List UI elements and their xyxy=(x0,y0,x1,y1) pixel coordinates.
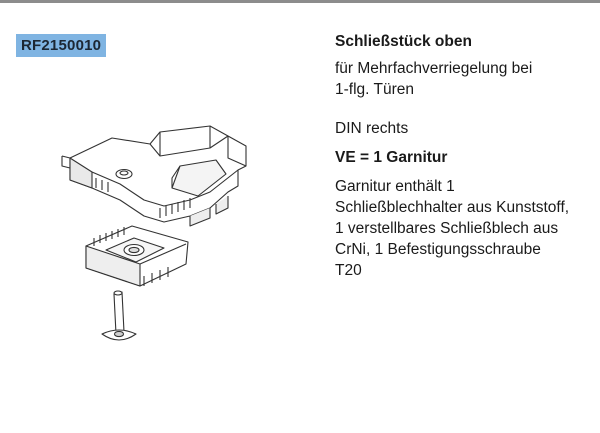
subtitle-line: für Mehrfachverriegelung bei xyxy=(335,60,533,77)
set-contents: Garnitur enthält 1 Schließblechhalter au… xyxy=(335,176,597,281)
packaging-unit: VE = 1 Garnitur xyxy=(335,149,448,166)
holder-part xyxy=(61,125,247,227)
contents-line: CrNi, 1 Befestigungsschraube xyxy=(335,241,541,258)
product-title: Schließstück oben xyxy=(335,33,472,50)
fixing-screw-part xyxy=(101,290,137,341)
article-number-badge: RF2150010 xyxy=(16,34,107,57)
contents-line: Schließblechhalter aus Kunststoff, xyxy=(335,199,570,216)
din-orientation: DIN rechts xyxy=(335,120,409,137)
subtitle-line: 1-flg. Türen xyxy=(335,81,414,98)
product-subtitle: für Mehrfachverriegelung bei 1-flg. Türe… xyxy=(335,58,597,100)
contents-line: Garnitur enthält 1 xyxy=(335,178,455,195)
contents-line: T20 xyxy=(335,262,362,279)
product-info: Schließstück oben für Mehrfachverriegelu… xyxy=(335,31,597,281)
striker-plate-drawing-icon xyxy=(40,96,280,356)
striker-plate-part xyxy=(85,225,189,287)
contents-line: 1 verstellbares Schließblech aus xyxy=(335,220,559,237)
top-divider xyxy=(0,0,600,3)
